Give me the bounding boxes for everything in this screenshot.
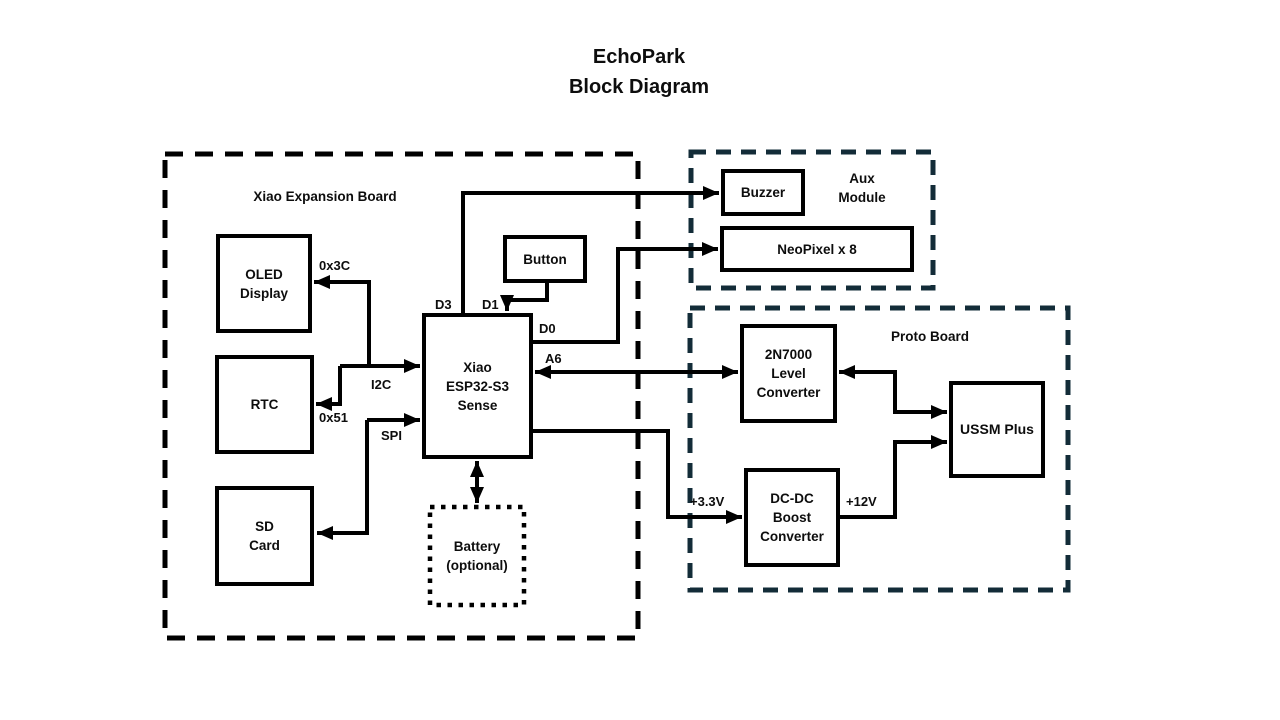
battery-outline xyxy=(427,504,527,608)
expansion-board-label: Xiao Expansion Board xyxy=(253,189,397,204)
block-buzzer: Buzzer xyxy=(721,169,805,216)
block-oled-display: OLED Display xyxy=(216,234,312,333)
block-sd-card: SD Card xyxy=(215,486,314,586)
diagram-title: EchoPark Block Diagram xyxy=(568,46,710,98)
proto-board-border xyxy=(687,305,1071,593)
block-boost-converter: DC-DC Boost Converter xyxy=(744,468,840,567)
wire-i2c-rtc xyxy=(316,366,342,411)
label-a6: A6 xyxy=(545,351,562,366)
label-rtc-address: 0x51 xyxy=(319,410,348,425)
label-d0: D0 xyxy=(539,321,556,336)
block-ussm-plus: USSM Plus xyxy=(949,381,1045,478)
aux-module-label: Aux Module xyxy=(838,171,886,205)
label-oled-address: 0x3C xyxy=(319,258,351,273)
wire-d3-buzzer xyxy=(461,186,719,313)
label-spi: SPI xyxy=(381,428,402,443)
block-battery: Battery (optional) xyxy=(446,539,508,573)
wire-12v-ussm xyxy=(840,435,947,519)
wire-d0-neopixel xyxy=(533,242,718,344)
proto-board-label: Proto Board xyxy=(890,329,969,344)
block-esp32: Xiao ESP32-S3 Sense xyxy=(422,313,533,459)
block-neopixel: NeoPixel x 8 xyxy=(720,226,914,272)
block-level-converter: 2N7000 Level Converter xyxy=(740,324,837,423)
label-12v: +12V xyxy=(846,494,877,509)
label-3v3: +3.3V xyxy=(690,494,725,509)
block-rtc: RTC xyxy=(215,355,314,454)
aux-module-border xyxy=(688,149,936,291)
wire-level-ussm xyxy=(839,365,947,419)
label-d3: D3 xyxy=(435,297,452,312)
wire-3v3-boost xyxy=(533,429,742,524)
wire-spi-sdcard xyxy=(317,420,369,540)
label-d1: D1 xyxy=(482,297,499,312)
wire-button-d1 xyxy=(500,283,549,311)
block-button: Button xyxy=(503,235,587,283)
label-i2c: I2C xyxy=(371,377,392,392)
wire-i2c-oled xyxy=(314,275,371,366)
